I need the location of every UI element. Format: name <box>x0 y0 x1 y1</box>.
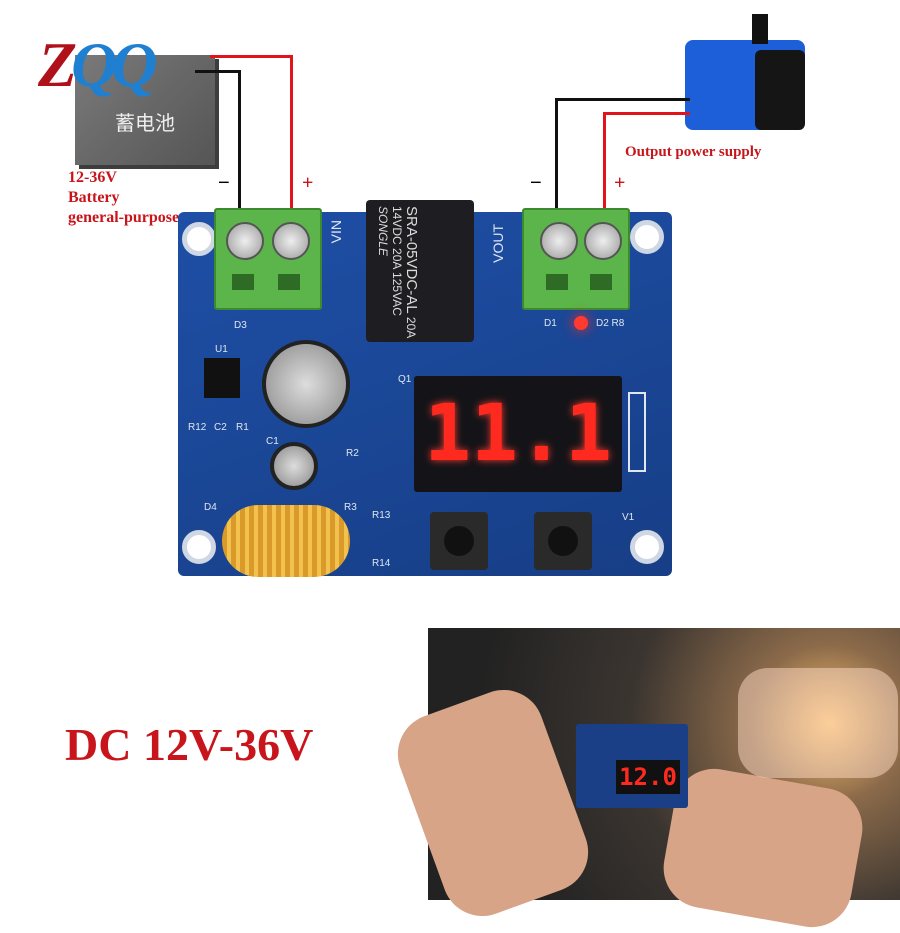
pin-header <box>628 392 646 472</box>
input-terminal-block <box>214 208 322 310</box>
output-plus-label: + <box>614 172 626 194</box>
tactile-button-right[interactable] <box>534 512 592 570</box>
right-hand <box>657 762 869 933</box>
screw-icon <box>540 222 578 260</box>
battery-voltage: 12-36V <box>68 169 117 186</box>
water-pump-illustration <box>685 40 805 130</box>
silk-r3: R3 <box>344 502 357 513</box>
large-capacitor <box>262 340 350 428</box>
mount-hole <box>182 530 216 564</box>
vout-label: VOUT <box>490 224 506 263</box>
mount-hole <box>630 220 664 254</box>
tactile-button-left[interactable] <box>430 512 488 570</box>
status-led <box>574 316 588 330</box>
input-plus-label: + <box>302 172 314 194</box>
small-capacitor <box>270 442 318 490</box>
mini-board: 12.0 <box>576 724 688 808</box>
battery-illustration: 蓄电池 <box>75 55 215 165</box>
pump-outlet <box>752 14 768 44</box>
relay: SRA-05VDC-AL 20A 14VDC 20A 125VAC SONGLE <box>366 200 474 342</box>
silk-r2: R2 <box>346 448 359 459</box>
silk-c2: C2 <box>214 422 227 433</box>
input-positive-wire <box>210 55 292 58</box>
silk-d3: D3 <box>234 320 247 331</box>
mount-hole <box>182 222 216 256</box>
inductor-coil <box>222 505 350 577</box>
silk-d4: D4 <box>204 502 217 513</box>
output-negative-wire <box>555 98 690 101</box>
screw-icon <box>584 222 622 260</box>
input-negative-wire-v <box>238 70 241 215</box>
battery-caption: 12-36V Battery general-purpose <box>68 168 179 228</box>
ic-chip <box>204 358 240 398</box>
screw-icon <box>226 222 264 260</box>
silk-r12: R12 <box>188 422 207 433</box>
silk-r1: R1 <box>236 422 249 433</box>
relay-labels: SRA-05VDC-AL 20A 14VDC 20A 125VAC SONGLE <box>376 206 420 342</box>
output-positive-wire <box>603 112 690 115</box>
voltage-display: 11.1 <box>414 376 622 492</box>
usage-photo: 12.0 <box>386 628 900 933</box>
vin-label: VIN <box>328 220 344 244</box>
screw-icon <box>272 222 310 260</box>
relay-rating-dc: 20A 14VDC <box>390 206 418 338</box>
output-label: Output power supply <box>625 144 762 160</box>
pump-bottle <box>738 668 898 778</box>
relay-model: SRA-05VDC-AL <box>403 206 420 314</box>
silk-r13: R13 <box>372 510 391 521</box>
input-minus-label: − <box>218 172 230 194</box>
brand-logo: ZQQ <box>38 29 158 100</box>
battery-type: Battery <box>68 189 120 206</box>
output-minus-label: − <box>530 172 542 194</box>
input-positive-wire-v <box>290 55 293 215</box>
input-negative-wire <box>195 70 240 73</box>
output-terminal-block <box>522 208 630 310</box>
battery-label: 蓄电池 <box>115 113 175 135</box>
silk-q1: Q1 <box>398 374 412 385</box>
silk-d1: D1 <box>544 318 557 329</box>
silk-c1: C1 <box>266 436 279 447</box>
battery-purpose: general-purpose <box>68 209 180 226</box>
output-positive-wire-v <box>603 112 606 215</box>
left-hand <box>386 678 600 928</box>
relay-rating-ac: 20A 125VAC <box>390 248 404 316</box>
silk-d2-r8: D2 R8 <box>596 318 625 329</box>
silk-v1: V1 <box>622 512 635 523</box>
headline: DC 12V-36V <box>65 719 314 770</box>
silk-u1: U1 <box>215 344 228 355</box>
output-negative-wire-v <box>555 98 558 215</box>
mini-display: 12.0 <box>616 760 680 794</box>
relay-brand: SONGLE <box>376 206 390 257</box>
silk-r14: R14 <box>372 558 391 569</box>
mount-hole <box>630 530 664 564</box>
